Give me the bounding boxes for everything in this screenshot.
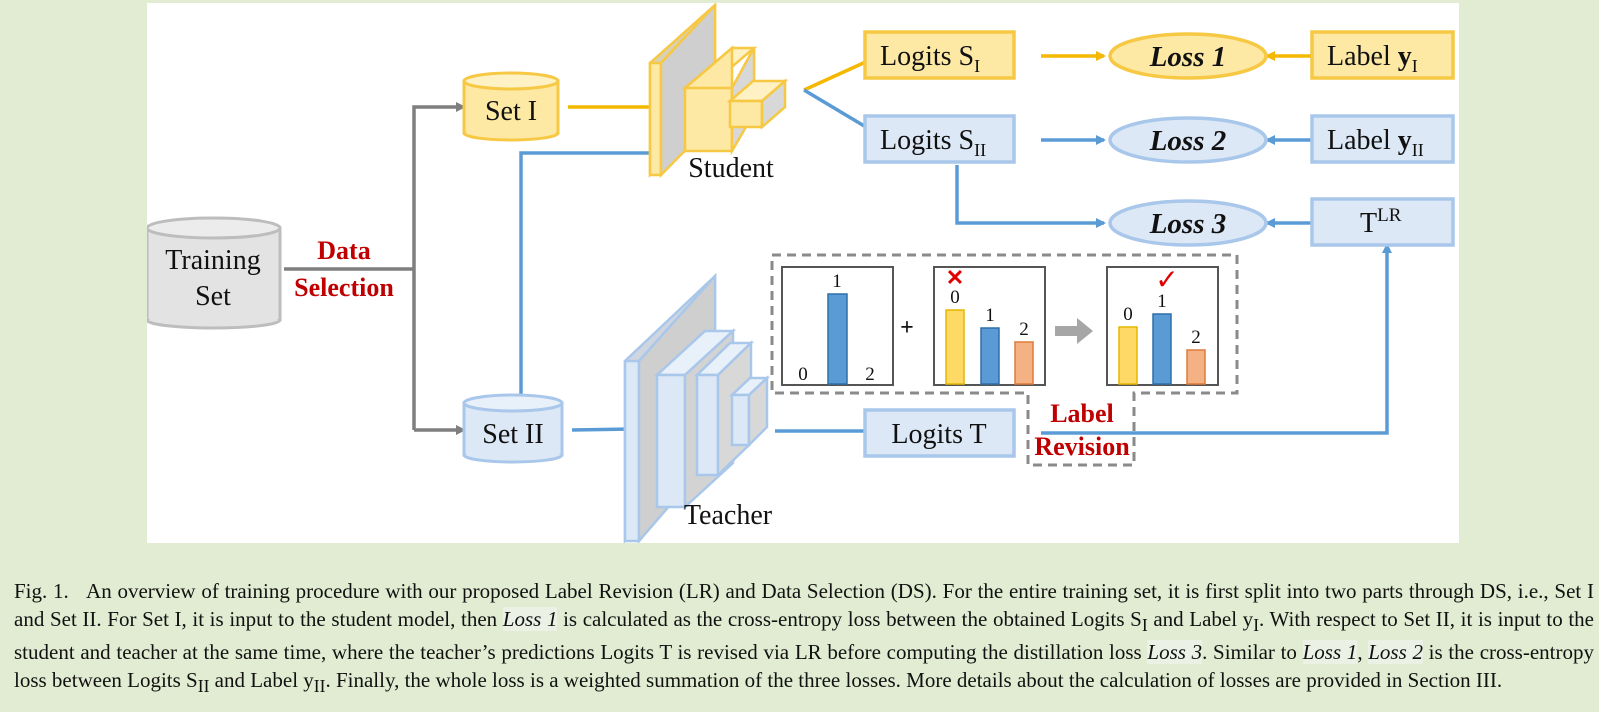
label-y1-box: Label yI <box>1310 30 1455 80</box>
prediction-label-2: 2 <box>1019 319 1029 340</box>
caption-text-6: , <box>1357 640 1369 665</box>
logits-s2-box: Logits SII <box>863 114 1016 164</box>
caption-loss1: Loss 1 <box>502 606 558 631</box>
logits-t-label: Logits T <box>891 419 986 450</box>
revised-bar-1 <box>1152 313 1172 385</box>
loss-2-label: Loss 2 <box>1149 125 1227 157</box>
one-hot-label-1: 1 <box>832 271 842 292</box>
revised-label-1: 1 <box>1157 291 1167 312</box>
svg-text:Logits SI: Logits SI <box>880 41 980 76</box>
t-lr-box: TLR <box>1310 197 1455 247</box>
svg-text:Logits SII: Logits SII <box>880 125 986 160</box>
caption-text-3: and Label y <box>1147 606 1254 631</box>
loss-1-label: Loss 1 <box>1149 41 1227 73</box>
logits-t-box: Logits T <box>863 408 1016 458</box>
label-y1-sub: I <box>1412 56 1418 76</box>
logits-s1-text: Logits S <box>880 41 974 72</box>
prediction-label-0: 0 <box>950 287 960 308</box>
caption-text-7: is the cross-entropy loss between Logits… <box>14 640 1594 692</box>
svg-text:TLR: TLR <box>1360 205 1402 239</box>
gray-right-arrow <box>1055 318 1093 344</box>
logits-s2-sub: II <box>974 140 986 160</box>
set-1-cylinder: Set I <box>462 71 560 142</box>
figure-panel: Training Set Data Selection Set I Set II… <box>147 3 1459 543</box>
data-selection-label-1: Data <box>317 236 370 265</box>
prediction-bar-0 <box>945 309 965 385</box>
plus-sign: + <box>900 315 914 341</box>
label-y2-bold: y <box>1398 125 1412 156</box>
set-1-label: Set I <box>485 96 537 127</box>
caption-sub-4: II <box>313 675 326 696</box>
loss-1-ellipse: Loss 1 <box>1108 32 1268 80</box>
one-hot-label-2: 2 <box>865 364 875 385</box>
training-set-label-1: Training <box>165 245 260 276</box>
revised-label-0: 0 <box>1123 304 1133 325</box>
caption-text-9: . Finally, the whole loss is a weighted … <box>325 667 1503 692</box>
label-y2-sub: II <box>1412 140 1424 160</box>
caption-text-5: . Similar to <box>1202 640 1303 665</box>
caption-text-8: and Label y <box>209 667 314 692</box>
chart-box-teacher-prediction: 0 1 2 ✕ <box>933 265 1046 386</box>
caption-text-4: . With respect to Set II, it is input to… <box>14 606 1594 665</box>
label-revision-dashed-region <box>770 253 1239 467</box>
teacher-network <box>623 272 771 543</box>
caption-sub-2: I <box>1253 614 1260 635</box>
t-lr-text: T <box>1360 208 1377 239</box>
one-hot-label-0: 0 <box>798 364 808 385</box>
caption-sub-3: II <box>197 675 210 696</box>
caption-fig-number: Fig. 1. <box>14 579 69 603</box>
gray-connectors <box>284 102 466 435</box>
training-set-cylinder: Training Set <box>147 216 282 330</box>
revised-bar-0 <box>1118 326 1138 385</box>
caption-loss1b: Loss 1 <box>1302 640 1358 665</box>
check-icon: ✓ <box>1155 265 1178 296</box>
blue-connectors <box>519 88 1392 436</box>
label-revision-label-2: Revision <box>1034 432 1130 461</box>
svg-text:Label yI: Label yI <box>1327 41 1418 76</box>
loss-3-ellipse: Loss 3 <box>1108 199 1268 247</box>
revised-bar-2 <box>1186 349 1206 385</box>
loss-2-ellipse: Loss 2 <box>1108 116 1268 164</box>
label-revision-label-1: Label <box>1050 399 1114 428</box>
svg-text:Label yII: Label yII <box>1327 125 1424 160</box>
prediction-bar-1 <box>980 327 1000 385</box>
caption-loss3: Loss 3 <box>1147 640 1203 665</box>
caption-loss2: Loss 2 <box>1368 640 1423 665</box>
set-2-label: Set II <box>482 419 543 450</box>
label-y1-bold: y <box>1398 41 1412 72</box>
student-label: Student <box>688 153 774 184</box>
cross-icon: ✕ <box>946 265 964 290</box>
revised-label-2: 2 <box>1191 327 1201 348</box>
prediction-label-1: 1 <box>985 305 995 326</box>
prediction-bar-2 <box>1014 341 1034 385</box>
teacher-label: Teacher <box>684 500 773 531</box>
caption-text-2: is calculated as the cross-entropy loss … <box>557 606 1142 631</box>
data-selection-label-2: Selection <box>294 273 394 302</box>
chart-box-one-hot: 0 1 2 <box>781 266 894 386</box>
label-y1-text: Label <box>1327 41 1398 72</box>
logits-s1-sub: I <box>974 56 980 76</box>
figure-caption: Fig. 1. An overview of training procedur… <box>14 578 1594 700</box>
logits-s1-box: Logits SI <box>863 30 1016 80</box>
one-hot-bar-1 <box>827 293 848 385</box>
t-lr-sup: LR <box>1377 205 1402 226</box>
training-set-label-2: Set <box>195 281 231 312</box>
label-y2-text: Label <box>1327 125 1398 156</box>
training-diagram: Training Set Data Selection Set I Set II… <box>147 3 1455 543</box>
set-2-cylinder: Set II <box>462 393 564 464</box>
caption-text-1: An overview of training procedure with o… <box>14 579 1595 631</box>
student-network <box>648 3 789 179</box>
caption-sub-1: I <box>1141 614 1148 635</box>
loss-3-label: Loss 3 <box>1149 208 1227 240</box>
logits-s2-text: Logits S <box>880 125 974 156</box>
label-y2-box: Label yII <box>1310 114 1455 164</box>
chart-box-revised: 0 1 2 ✓ <box>1106 265 1219 386</box>
